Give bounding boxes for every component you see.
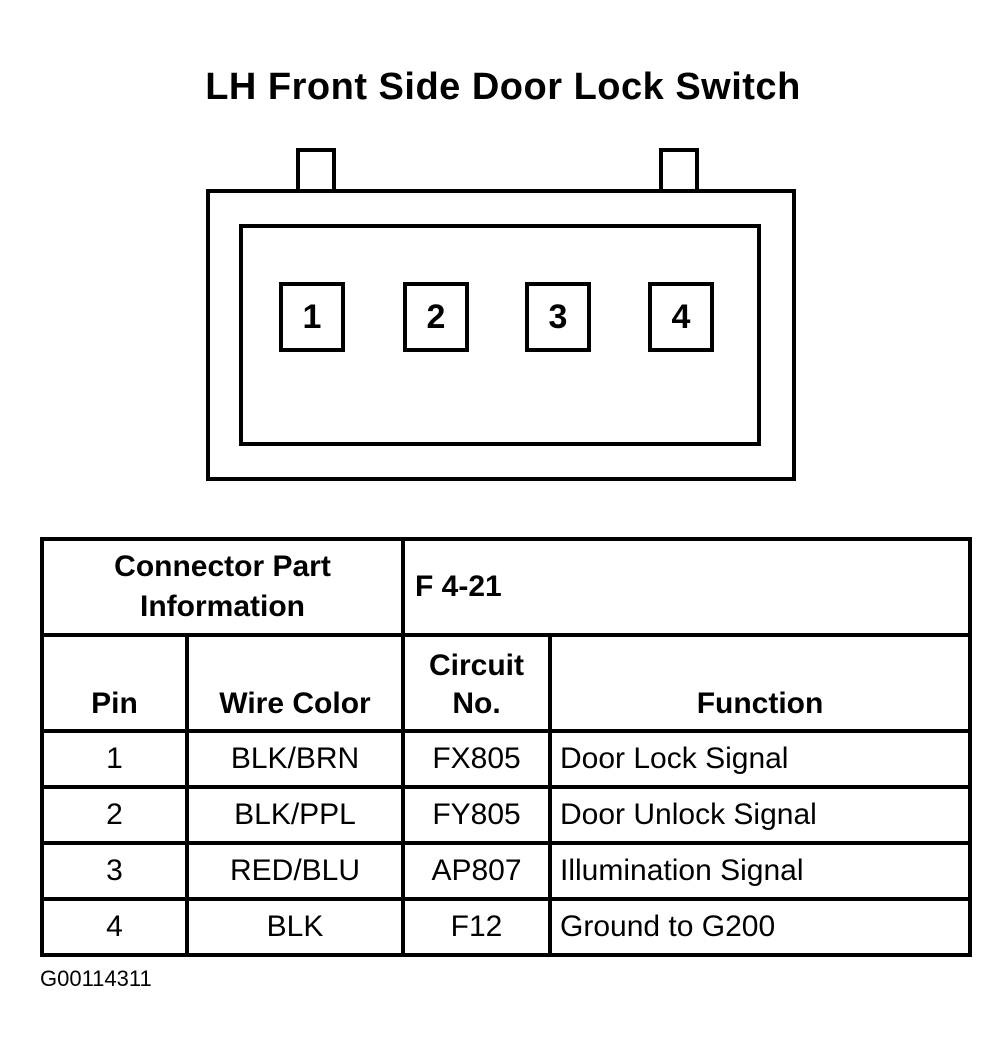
header-circuit: Circuit No. (401, 633, 553, 733)
circuit-cell: F12 (401, 897, 553, 957)
wire-color-cell: BLK/PPL (184, 785, 406, 845)
figure-id: G00114311 (40, 966, 152, 991)
pin-cell: 1 (40, 729, 189, 789)
connector-latch-right (659, 148, 699, 194)
table-row: 3 RED/BLU AP807 Illumination Signal (40, 841, 973, 901)
connector-pin-3: 3 (525, 282, 591, 352)
connector-pin-2: 2 (403, 282, 469, 352)
connector-info-table: Connector Part Information F 4-21 Pin Wi… (39, 537, 973, 957)
connector-latch-left (296, 148, 336, 194)
pin-cell: 2 (40, 785, 189, 845)
function-cell: Illumination Signal (548, 841, 973, 901)
pin-cell: 4 (40, 897, 189, 957)
header-wire-color: Wire Color (184, 633, 406, 733)
function-cell: Door Unlock Signal (548, 785, 973, 845)
circuit-cell: FY805 (401, 785, 553, 845)
pin-cell: 3 (40, 841, 189, 901)
connector-pin-4: 4 (648, 282, 714, 352)
connector-part-label: Connector Part Information (39, 537, 406, 637)
connector-part-row: Connector Part Information F 4-21 (39, 537, 973, 637)
function-cell: Ground to G200 (548, 897, 973, 957)
table-row: 2 BLK/PPL FY805 Door Unlock Signal (40, 785, 973, 845)
table-header-row: Pin Wire Color Circuit No. Function (40, 633, 973, 733)
connector-part-value: F 4-21 (401, 537, 973, 637)
circuit-cell: FX805 (401, 729, 553, 789)
diagram-title: LH Front Side Door Lock Switch (205, 66, 801, 108)
connector-pin-1: 1 (279, 282, 345, 352)
function-cell: Door Lock Signal (548, 729, 973, 789)
circuit-cell: AP807 (401, 841, 553, 901)
table-row: 1 BLK/BRN FX805 Door Lock Signal (40, 729, 973, 789)
wire-color-cell: BLK/BRN (184, 729, 406, 789)
table-row: 4 BLK F12 Ground to G200 (40, 897, 973, 957)
header-pin: Pin (40, 633, 189, 733)
header-function: Function (548, 633, 973, 733)
wire-color-cell: RED/BLU (184, 841, 406, 901)
wire-color-cell: BLK (184, 897, 406, 957)
